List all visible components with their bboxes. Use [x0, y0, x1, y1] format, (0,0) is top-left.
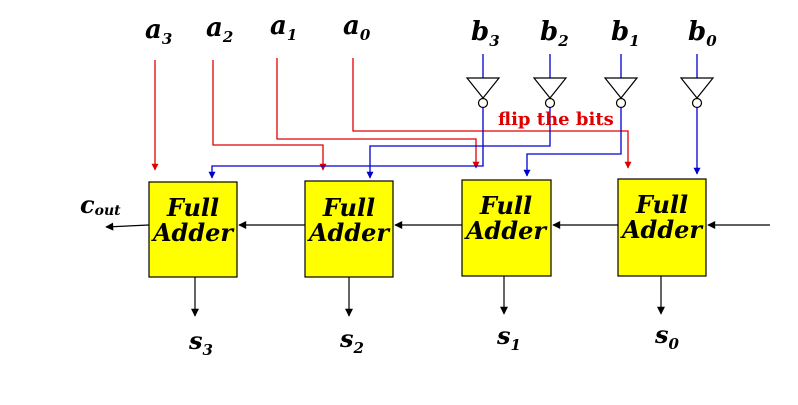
full-adder-1: Full Adder: [461, 179, 552, 277]
flip-bits-annotation: flip the bits: [498, 109, 614, 130]
full-adder-1-line2: Adder: [464, 216, 548, 245]
full-adder-3-line1: Full: [166, 193, 219, 222]
wire-a2: [212, 60, 327, 171]
input-label-b3: b3: [471, 17, 500, 50]
input-label-b1: b1: [611, 17, 640, 50]
input-label-b0: b0: [688, 17, 717, 50]
output-label-s0: s0: [654, 320, 680, 353]
wire-b1: [523, 108, 622, 177]
inverter-b2: [532, 77, 568, 109]
input-label-a2: a2: [206, 13, 233, 46]
inverters: [465, 77, 715, 109]
full-adder-2: Full Adder: [304, 180, 394, 278]
wire-b3: [208, 108, 484, 179]
carry-out-wire: [105, 222, 150, 231]
a-wires: [151, 58, 632, 171]
full-adder-3: Full Adder: [148, 181, 238, 278]
inverter-b0: [679, 77, 715, 109]
full-adder-2-line1: Full: [322, 193, 375, 222]
wire-a1: [276, 58, 480, 169]
sum-wires: [191, 276, 665, 317]
output-label-s2: s2: [339, 324, 364, 357]
inverter-b3: [465, 77, 501, 109]
full-adder-0-line2: Adder: [620, 215, 704, 244]
wire-b2: [366, 108, 551, 179]
output-label-s1: s1: [496, 321, 521, 354]
full-adder-0: Full Adder: [617, 178, 707, 277]
full-adder-0-line1: Full: [635, 190, 688, 219]
b-wires: [208, 54, 701, 179]
full-adder-3-line2: Adder: [151, 218, 235, 247]
input-label-a0: a0: [343, 11, 371, 44]
full-adder-1-line1: Full: [479, 191, 532, 220]
input-label-b2: b2: [540, 17, 569, 50]
inverter-b1: [603, 77, 639, 109]
carry-chain: [105, 221, 770, 231]
output-label-s3: s3: [188, 326, 213, 359]
input-label-a3: a3: [145, 15, 172, 48]
full-adder-2-line2: Adder: [307, 218, 391, 247]
input-label-a1: a1: [270, 11, 297, 44]
wire-a0: [352, 58, 632, 169]
carry-out-label: cout: [80, 190, 121, 219]
